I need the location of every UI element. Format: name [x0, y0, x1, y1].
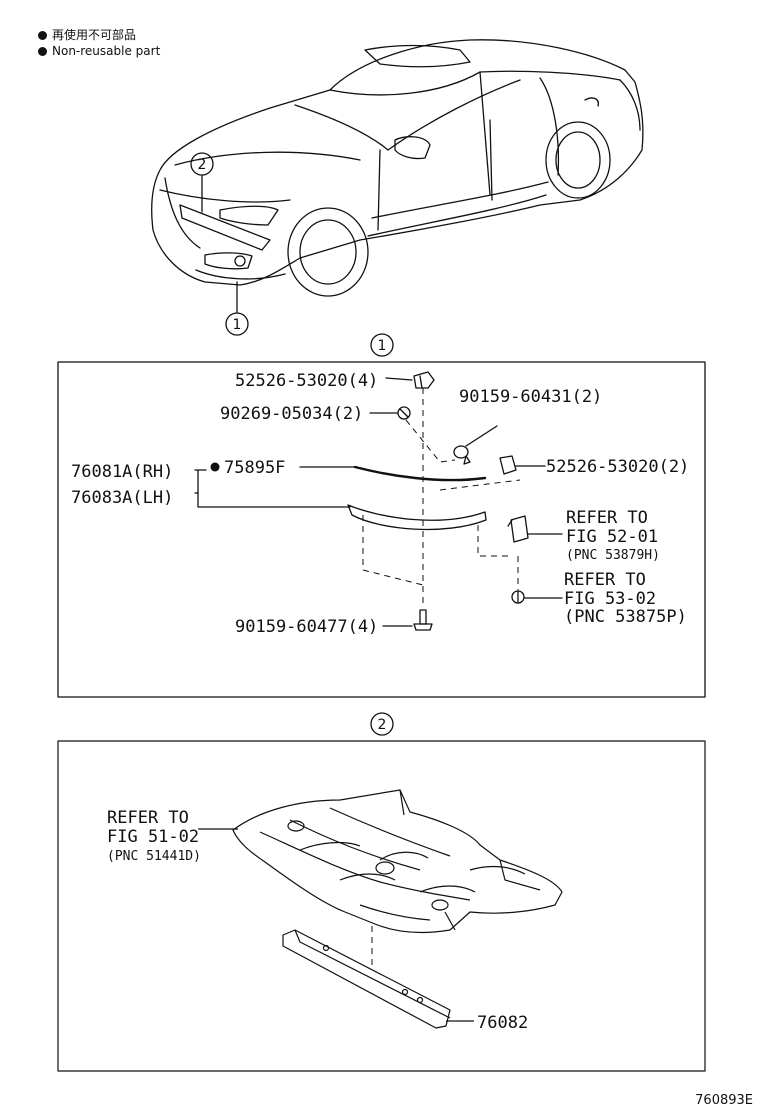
label-p2-ref-c: (PNC 51441D) [107, 849, 201, 864]
label-bolt: 90159-60477(4) [235, 617, 378, 637]
legend-line-en: Non-reusable part [38, 44, 160, 58]
panel2-frame [57, 740, 706, 1072]
label-p2-ref-a: REFER TO [107, 808, 189, 828]
non-reusable-dot-icon [210, 462, 220, 472]
screw-icon [397, 406, 411, 420]
legend-text-en: Non-reusable part [52, 44, 161, 58]
label-ref2-c: (PNC 53875P) [564, 607, 687, 627]
grommet-icon [453, 445, 471, 465]
callout-1-circle [225, 312, 249, 336]
label-p2-part: 76082 [477, 1013, 528, 1033]
front-extension-icon [347, 504, 487, 531]
label-ref1-b: FIG 52-01 [566, 527, 658, 547]
panel1-callout-circle [370, 333, 394, 357]
label-ref2-a: REFER TO [564, 570, 646, 590]
bolt-icon [413, 609, 433, 631]
label-ref1-c: (PNC 53879H) [566, 548, 660, 563]
panel2-callout-label: 2 [378, 717, 387, 733]
label-part-rh: 76081A(RH) [71, 462, 173, 482]
clip-top-icon [413, 371, 435, 389]
label-ref1-a: REFER TO [566, 508, 648, 528]
engine-under-cover-icon [232, 789, 563, 934]
clip-right-icon [499, 455, 517, 475]
trim-strip-icon [353, 465, 487, 482]
callout-1-label: 1 [233, 317, 242, 333]
label-screw: 90269-05034(2) [220, 404, 363, 424]
label-clip-right: 52526-53020(2) [546, 457, 689, 477]
label-ref2-b: FIG 53-02 [564, 589, 656, 609]
under-bar-icon [282, 929, 451, 1029]
label-p2-ref-b: FIG 51-02 [107, 827, 199, 847]
panel2-callout-circle [370, 712, 394, 736]
car-illustration [151, 39, 644, 297]
non-reusable-dot-icon [38, 47, 47, 56]
figure-id: 760893E [695, 1093, 753, 1108]
legend-text-jp: 再使用不可部品 [52, 28, 137, 42]
bracket-icon [507, 515, 529, 543]
assembly-guides [362, 388, 521, 608]
label-grommet: 90159-60431(2) [459, 387, 602, 407]
callout-2-label: 2 [198, 157, 207, 173]
label-part-lh: 76083A(LH) [71, 488, 173, 508]
panel1-callout-label: 1 [378, 338, 387, 354]
non-reusable-dot-icon [38, 31, 47, 40]
clip-bolt-icon [511, 590, 525, 604]
label-trim: 75895F [224, 458, 285, 478]
legend-line-jp: 再使用不可部品 [38, 26, 136, 43]
callout-2-circle [190, 152, 214, 176]
panel1-frame [57, 361, 706, 698]
label-clip-top: 52526-53020(4) [235, 371, 378, 391]
